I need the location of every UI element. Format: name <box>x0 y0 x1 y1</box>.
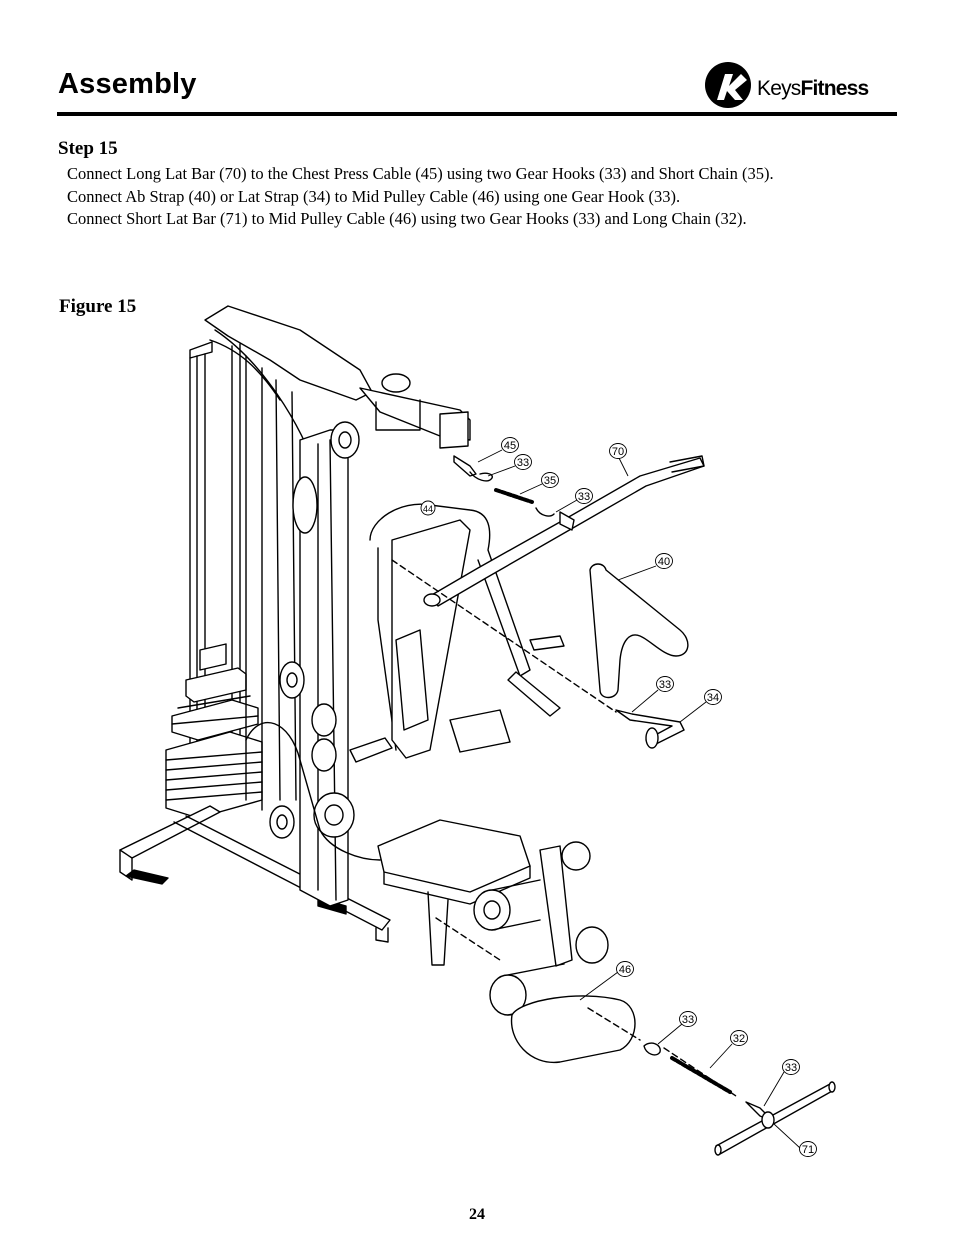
callout-number: 46 <box>619 964 631 976</box>
base-frame <box>119 805 391 943</box>
brand-name: KeysFitness <box>757 77 870 101</box>
keys-fitness-logo-icon <box>705 62 751 108</box>
ab-strap <box>589 563 689 699</box>
callout-number: 33 <box>517 457 529 469</box>
callout-40: 40 <box>655 553 673 569</box>
callout-70: 70 <box>609 443 627 459</box>
callout-33: 33 <box>514 454 532 470</box>
header-divider <box>57 112 897 116</box>
weight-plates <box>165 667 263 819</box>
callout-34: 34 <box>704 689 722 705</box>
leg-rollers <box>245 709 511 861</box>
step-instructions: Connect Long Lat Bar (70) to the Chest P… <box>67 163 774 231</box>
instruction-line: Connect Short Lat Bar (71) to Mid Pulley… <box>67 209 747 228</box>
callout-33: 33 <box>656 676 674 692</box>
brand-prefix: Keys <box>757 77 801 100</box>
callout-35: 35 <box>541 472 559 488</box>
pulleys <box>269 421 360 839</box>
brand-suffix: Fitness <box>800 77 870 100</box>
lat-strap <box>615 709 685 749</box>
chest-press-arms <box>369 503 565 751</box>
callout-45: 45 <box>501 437 519 453</box>
step-heading: Step 15 <box>58 138 118 159</box>
page-title: Assembly <box>58 68 197 100</box>
callout-33: 33 <box>575 488 593 504</box>
callout-number: 40 <box>658 556 670 568</box>
page-number: 24 <box>469 1206 485 1223</box>
callout-number: 71 <box>802 1144 814 1156</box>
callout-44: 44 <box>420 500 436 516</box>
upper-chain-assembly <box>453 455 575 531</box>
callout-number: 45 <box>504 440 516 452</box>
callout-number: 32 <box>733 1033 745 1045</box>
callout-number: 44 <box>423 504 433 514</box>
callout-leaders <box>477 449 801 1149</box>
callout-balloons: 45 33 35 33 70 40 33 34 46 33 32 33 71 4… <box>420 437 817 1157</box>
callout-number: 35 <box>544 475 556 487</box>
instruction-line: Connect Long Lat Bar (70) to the Chest P… <box>67 164 774 183</box>
callout-33: 33 <box>679 1011 697 1027</box>
top-arm <box>359 373 471 449</box>
callout-number: 33 <box>682 1014 694 1026</box>
callout-number: 33 <box>659 679 671 691</box>
back-pad <box>391 519 471 759</box>
instruction-line: Connect Ab Strap (40) or Lat Strap (34) … <box>67 186 681 206</box>
weight-stack-frame <box>165 341 263 819</box>
callout-number: 33 <box>578 491 590 503</box>
keys-fitness-logo: KeysFitness <box>703 60 899 110</box>
callout-32: 32 <box>730 1030 748 1046</box>
figure-label: Figure 15 <box>59 296 137 317</box>
callout-number: 34 <box>707 692 719 704</box>
callout-33: 33 <box>782 1059 800 1075</box>
lower-chain-assembly <box>643 1042 775 1123</box>
callout-46: 46 <box>616 961 634 977</box>
callout-number: 70 <box>612 446 624 458</box>
leg-extension <box>473 841 636 1064</box>
callout-71: 71 <box>799 1141 817 1157</box>
short-lat-bar <box>714 1081 836 1156</box>
main-tower <box>204 305 373 907</box>
callout-number: 33 <box>785 1062 797 1074</box>
seat <box>377 819 531 966</box>
long-lat-bar <box>423 455 705 607</box>
